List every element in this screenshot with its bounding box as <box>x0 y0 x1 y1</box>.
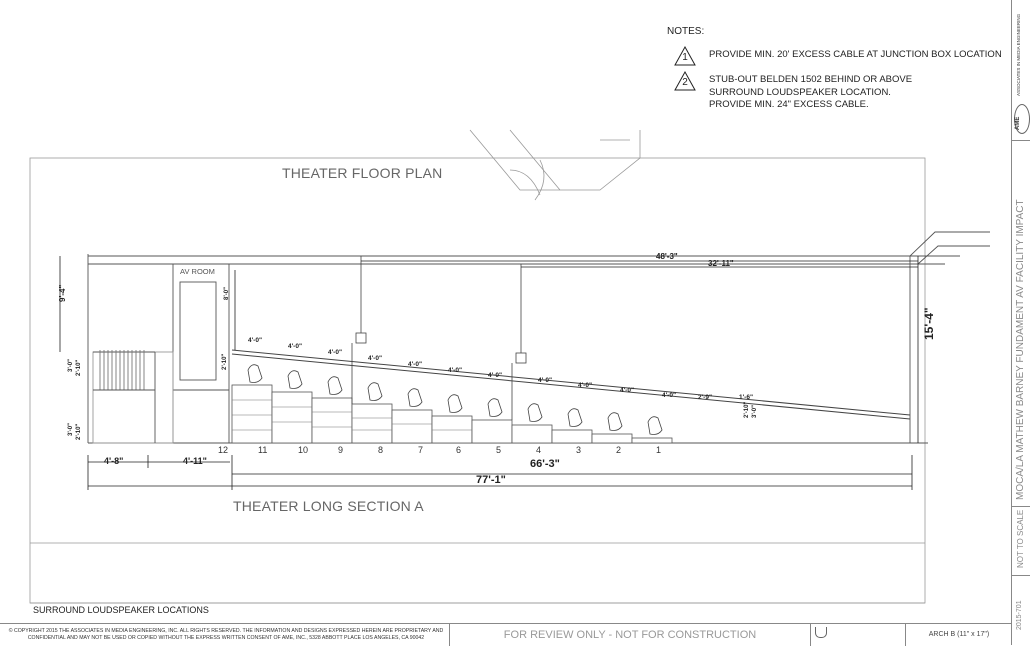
note-1-text: PROVIDE MIN. 20' EXCESS CABLE AT JUNCTIO… <box>709 49 1002 60</box>
dim-stair-a: 3'-0" <box>68 359 74 372</box>
project-title: MOCA/LA MATHEW BARNEY FUNDAMENT AV FACIL… <box>1015 199 1026 500</box>
note-1-number: 1 <box>682 52 688 63</box>
dim-width-b: 4'-11" <box>183 456 207 466</box>
revision-icon <box>815 627 827 638</box>
divider <box>1012 575 1030 576</box>
dim-overall-width: 77'-1" <box>476 474 506 486</box>
copyright-notice: © COPYRIGHT 2015 THE ASSOCIATES IN MEDIA… <box>8 628 444 641</box>
dim-row-spacing: 4'-0" <box>448 367 463 374</box>
dim-row-spacing: 4'-0" <box>578 382 593 389</box>
note-2-line: SURROUND LOUDSPEAKER LOCATION. <box>709 86 891 98</box>
note-2-line: PROVIDE MIN. 24" EXCESS CABLE. <box>709 99 869 110</box>
dim-front-a: 2'-9" <box>698 394 713 401</box>
row-number: 9 <box>338 445 344 455</box>
row-number: 7 <box>418 445 424 455</box>
floor-plan-title: THEATER FLOOR PLAN <box>282 165 443 181</box>
row-number: 1 <box>656 445 662 455</box>
notes-title: NOTES: <box>667 26 705 37</box>
row-number: 6 <box>456 445 462 455</box>
dim-row-spacing: 4'-0" <box>328 349 343 356</box>
note-2-line: STUB-OUT BELDEN 1502 BEHIND OR ABOVE <box>709 74 913 85</box>
review-notice: FOR REVIEW ONLY - NOT FOR CONSTRUCTION <box>449 624 811 646</box>
company-name: ASSOCIATES IN MEDIA ENGINEERING <box>1016 13 1021 96</box>
dim-row-spacing: 4'-0" <box>662 392 677 399</box>
dim-rear-a: 8'-0" <box>224 287 230 300</box>
dim-width-a: 4'-8" <box>104 456 124 466</box>
triangle-icon <box>674 70 696 91</box>
dim-front-c: 2'-10" <box>744 401 750 418</box>
note-2-text: STUB-OUT BELDEN 1502 BEHIND OR ABOVE SUR… <box>709 74 912 112</box>
note-2-marker: 2 <box>674 70 696 91</box>
row-number: 4 <box>536 445 542 455</box>
dim-rear-b: 2'-10" <box>222 353 228 370</box>
dim-row-spacing: 4'-0" <box>408 361 423 368</box>
sheet-size: ARCH B (11" x 17") <box>905 624 1012 646</box>
note-1-marker: 1 <box>674 45 696 66</box>
section-title: THEATER LONG SECTION A <box>233 498 424 514</box>
section-drawing <box>29 129 990 604</box>
row-number: 3 <box>576 445 582 455</box>
divider <box>1012 506 1030 507</box>
row-number: 8 <box>378 445 384 455</box>
dim-left-height: 9'-4" <box>58 284 67 302</box>
dim-stair-b: 2'-10" <box>76 359 82 376</box>
divider <box>1012 140 1030 141</box>
triangle-icon <box>674 45 696 66</box>
dim-row-spacing: 4'-0" <box>488 372 503 379</box>
row-number: 12 <box>218 445 229 455</box>
dim-row-spacing: 4'-0" <box>288 343 303 350</box>
project-number: 2015-701 <box>1016 600 1023 630</box>
dim-row-spacing: 4'-0" <box>620 387 635 394</box>
dim-row-spacing: 4'-0" <box>248 337 263 344</box>
dim-stair-d: 2'-10" <box>76 423 82 440</box>
row-number: 2 <box>616 445 622 455</box>
dim-front-d: 3'-0" <box>752 405 758 418</box>
dim-row-spacing: 4'-0" <box>538 377 553 384</box>
av-room-label: AV ROOM <box>180 267 215 276</box>
scale-note: NOT TO SCALE <box>1016 509 1025 568</box>
title-block-sidebar: AME ASSOCIATES IN MEDIA ENGINEERING MOCA… <box>1011 0 1030 645</box>
row-number: 5 <box>496 445 502 455</box>
bottom-caption: SURROUND LOUDSPEAKER LOCATIONS <box>33 605 209 615</box>
footer-bar: © COPYRIGHT 2015 THE ASSOCIATES IN MEDIA… <box>0 623 1011 646</box>
row-number: 10 <box>298 445 309 455</box>
dim-right-height: 15'-4" <box>922 307 936 340</box>
row-number: 11 <box>258 445 268 455</box>
dim-top-long: 48'-3" <box>656 252 678 261</box>
note-2-number: 2 <box>682 77 688 88</box>
logo-text: AME <box>1015 116 1021 130</box>
dim-stair-c: 3'-0" <box>68 423 74 436</box>
dim-seating-width: 66'-3" <box>530 458 560 470</box>
dim-row-spacing: 4'-0" <box>368 355 383 362</box>
dim-front-b: 1'-6" <box>739 394 754 401</box>
dim-top-short: 32'-11" <box>708 259 734 268</box>
